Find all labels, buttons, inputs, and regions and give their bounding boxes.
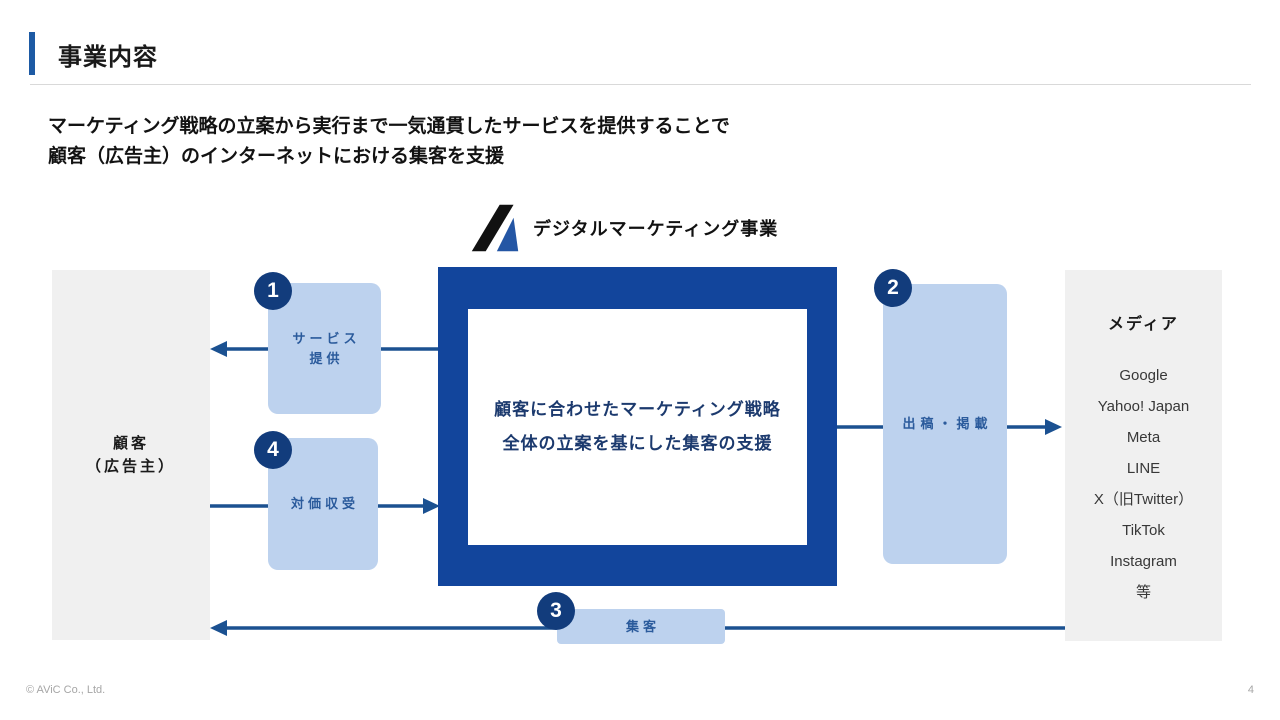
diagram-heading-label: デジタルマーケティング事業	[533, 219, 779, 239]
step-circle-2: 2	[874, 269, 912, 307]
lead-line-1: マーケティング戦略の立案から実行まで一気通貫したサービスを提供することで	[48, 116, 730, 137]
center-inner-box: 顧客に合わせたマーケティング戦略 全体の立案を基にした集客の支援	[468, 308, 807, 545]
media-box: メディア Google Yahoo! Japan Meta LINE X（旧Tw…	[1065, 270, 1222, 641]
step-circle-1: 1	[254, 272, 292, 310]
media-item-x: X（旧Twitter）	[1093, 491, 1194, 508]
step-circle-3: 3	[537, 592, 575, 630]
customer-label: 顧客 （広告主）	[86, 432, 176, 478]
customer-label-line-1: 顧客	[112, 435, 149, 452]
flow-box-service-line-1: サービス	[292, 330, 361, 346]
flow-box-placement: 出稿・掲載	[883, 284, 1007, 564]
flow-box-service-line-2: 提供	[309, 350, 344, 366]
media-item-google: Google	[1119, 367, 1168, 384]
title-accent-bar	[29, 32, 35, 75]
media-item-meta: Meta	[1126, 429, 1161, 446]
avic-logo-icon	[471, 204, 519, 252]
media-item-instagram: Instagram	[1110, 553, 1177, 570]
media-item-etc: 等	[1135, 584, 1151, 601]
lead-line-2: 顧客（広告主）のインターネットにおける集客を支援	[48, 146, 505, 167]
center-text-line-2: 全体の立案を基にした集客の支援	[502, 433, 773, 453]
center-box: 顧客に合わせたマーケティング戦略 全体の立案を基にした集客の支援	[438, 267, 837, 586]
media-item-line: LINE	[1126, 460, 1161, 477]
customer-label-line-2: （広告主）	[85, 458, 176, 475]
step-circle-4: 4	[254, 431, 292, 469]
lead-text: マーケティング戦略の立案から実行まで一気通貫したサービスを提供することで 顧客（…	[48, 112, 730, 172]
customer-box: 顧客 （広告主）	[52, 270, 210, 640]
media-title: メディア	[1108, 316, 1179, 333]
title-divider	[30, 84, 1251, 85]
page-number: 4	[1247, 684, 1254, 696]
flow-box-placement-label: 出稿・掲載	[902, 416, 993, 431]
page-title: 事業内容	[58, 44, 158, 71]
media-item-yahoo: Yahoo! Japan	[1097, 398, 1190, 415]
diagram-heading: デジタルマーケティング事業	[470, 202, 778, 254]
flow-box-attract-label: 集客	[625, 618, 660, 634]
footer-copyright: © AViC Co., Ltd.	[26, 684, 106, 696]
flow-box-payment-label: 対価収受	[290, 496, 359, 511]
media-item-tiktok: TikTok	[1122, 522, 1165, 539]
center-text-line-1: 顧客に合わせたマーケティング戦略	[494, 399, 781, 419]
flow-box-attract: 集客	[557, 609, 725, 644]
